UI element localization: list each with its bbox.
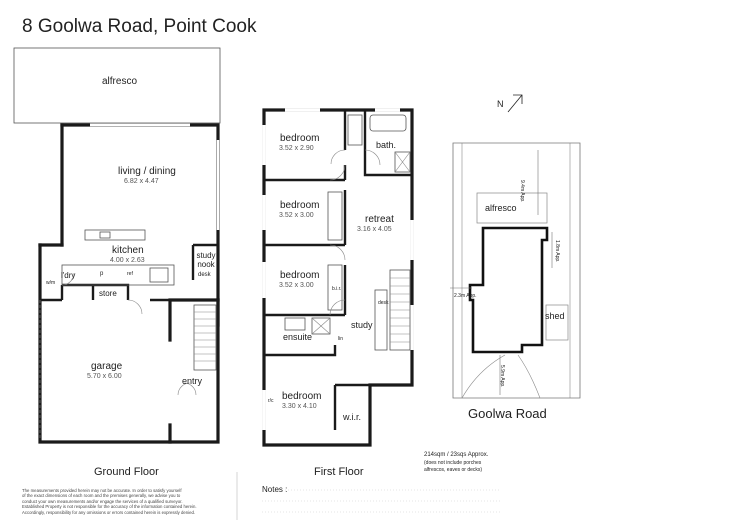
bath-label: bath. bbox=[376, 140, 397, 150]
living-label: living / dining bbox=[118, 166, 176, 177]
alfresco-outline bbox=[13, 47, 221, 124]
entry-label: entry bbox=[182, 376, 203, 386]
kitchen-island bbox=[84, 229, 146, 241]
dim-right-label: 1.8m App. bbox=[554, 240, 560, 263]
bir-2 bbox=[327, 191, 343, 241]
entry-door-swing bbox=[177, 382, 191, 396]
kitchen-dims: 4.00 x 2.63 bbox=[110, 257, 145, 264]
page-title: 8 Goolwa Road, Point Cook bbox=[22, 16, 257, 37]
gf-wall-store bbox=[62, 283, 130, 300]
first-floor-label: First Floor bbox=[314, 466, 364, 478]
retreat-dims: 3.16 x 4.05 bbox=[357, 226, 392, 233]
ensuite-label: ensuite bbox=[283, 332, 313, 342]
bedroom1-label: bedroom bbox=[280, 133, 320, 144]
gf-wall-garage bbox=[38, 243, 172, 444]
retreat-label: retreat bbox=[365, 214, 394, 225]
north-label: N bbox=[497, 99, 504, 109]
dim-left-label: 2.3m App. bbox=[454, 293, 477, 299]
kitchen-label: kitchen bbox=[112, 245, 144, 256]
bedroom3-dims: 3.52 x 3.00 bbox=[279, 282, 314, 289]
bir-label: b.i.r. bbox=[332, 286, 342, 292]
ff-stairs bbox=[389, 269, 411, 351]
area-line1: 214sqm / 23sqs Approx. bbox=[424, 452, 489, 458]
ff-wall-ensuite bbox=[264, 345, 337, 357]
ground-floor-plan bbox=[13, 47, 221, 444]
disclaimer-line: of the exact dimensions of each room and… bbox=[22, 493, 181, 499]
bathtub-icon bbox=[369, 114, 407, 132]
disclaimer-line: Established Property is not responsible … bbox=[22, 504, 197, 510]
bedroom2-dims: 3.52 x 3.00 bbox=[279, 212, 314, 219]
pantry-label: p bbox=[100, 271, 104, 277]
road-label: Goolwa Road bbox=[468, 406, 547, 421]
rpc-label: r/c bbox=[268, 398, 274, 404]
ensuite-shower bbox=[311, 317, 331, 335]
bedroom4-label: bedroom bbox=[282, 391, 322, 402]
site-alfresco bbox=[476, 192, 548, 224]
store-label: store bbox=[99, 289, 117, 298]
gf-stairs bbox=[193, 304, 217, 371]
shower-icon bbox=[394, 151, 411, 173]
disclaimer-line: Accordingly, responsibility for any omis… bbox=[22, 509, 196, 515]
entry-door-swing-2 bbox=[183, 382, 197, 396]
living-dims: 6.82 x 4.47 bbox=[124, 178, 159, 185]
ground-floor-label: Ground Floor bbox=[94, 466, 159, 478]
gf-alfresco-label: alfresco bbox=[102, 76, 138, 87]
bedroom4-dims: 3.30 x 4.10 bbox=[282, 403, 317, 410]
disclaimer-line: The measurements provided herein may not… bbox=[22, 488, 182, 493]
kitchen-bench bbox=[61, 264, 175, 286]
disclaimer-text: The measurements provided herein may not… bbox=[22, 488, 232, 515]
bir-3 bbox=[327, 264, 343, 311]
wm-label: w/m bbox=[46, 280, 56, 286]
laundry-door-swing bbox=[61, 272, 75, 286]
disclaimer-line: conduct your own measurements and/or eng… bbox=[22, 498, 183, 504]
ff-wall-bath bbox=[363, 110, 412, 177]
laundry-label: l'dry bbox=[61, 271, 76, 280]
store-door-swing bbox=[127, 299, 143, 315]
study-nook-label: study nook bbox=[196, 251, 216, 269]
dim-bottom-label: 5.9m App. bbox=[499, 365, 505, 388]
gf-desk-label: desk bbox=[198, 272, 211, 278]
site-boundary bbox=[452, 142, 581, 399]
site-shed bbox=[545, 304, 569, 341]
study-label: study bbox=[351, 320, 373, 330]
ref-label: ref bbox=[127, 271, 133, 277]
site-plan bbox=[450, 94, 581, 399]
area-line3: alfrescos, eaves or decks) bbox=[424, 467, 483, 473]
ff-desk-label: desk bbox=[378, 300, 389, 306]
bedroom3-label: bedroom bbox=[280, 270, 320, 281]
dim-top-label: 9.4m App. bbox=[519, 180, 525, 203]
bedroom1-dims: 3.52 x 2.90 bbox=[279, 145, 314, 152]
bir-1 bbox=[347, 114, 363, 146]
first-floor-plan bbox=[262, 108, 414, 447]
garage-label: garage bbox=[91, 361, 123, 372]
shed-label: shed bbox=[545, 311, 565, 321]
gf-wall-entry-east bbox=[168, 298, 220, 444]
study-desk bbox=[374, 289, 388, 351]
gf-wall-east-upper bbox=[60, 123, 220, 327]
cooktop-icon bbox=[149, 267, 169, 283]
vanity-icon bbox=[284, 317, 306, 331]
linen-label: lin bbox=[338, 336, 344, 342]
notes-label: Notes : bbox=[262, 485, 288, 494]
sink-icon bbox=[99, 231, 111, 239]
wir-label: w.i.r. bbox=[343, 412, 362, 422]
bedroom2-label: bedroom bbox=[280, 200, 320, 211]
area-line2: (does not include porches bbox=[424, 460, 482, 466]
site-alfresco-label: alfresco bbox=[485, 203, 517, 213]
north-arrow-icon bbox=[507, 94, 523, 113]
house-footprint bbox=[468, 226, 549, 354]
garage-dims: 5.70 x 6.00 bbox=[87, 373, 122, 380]
